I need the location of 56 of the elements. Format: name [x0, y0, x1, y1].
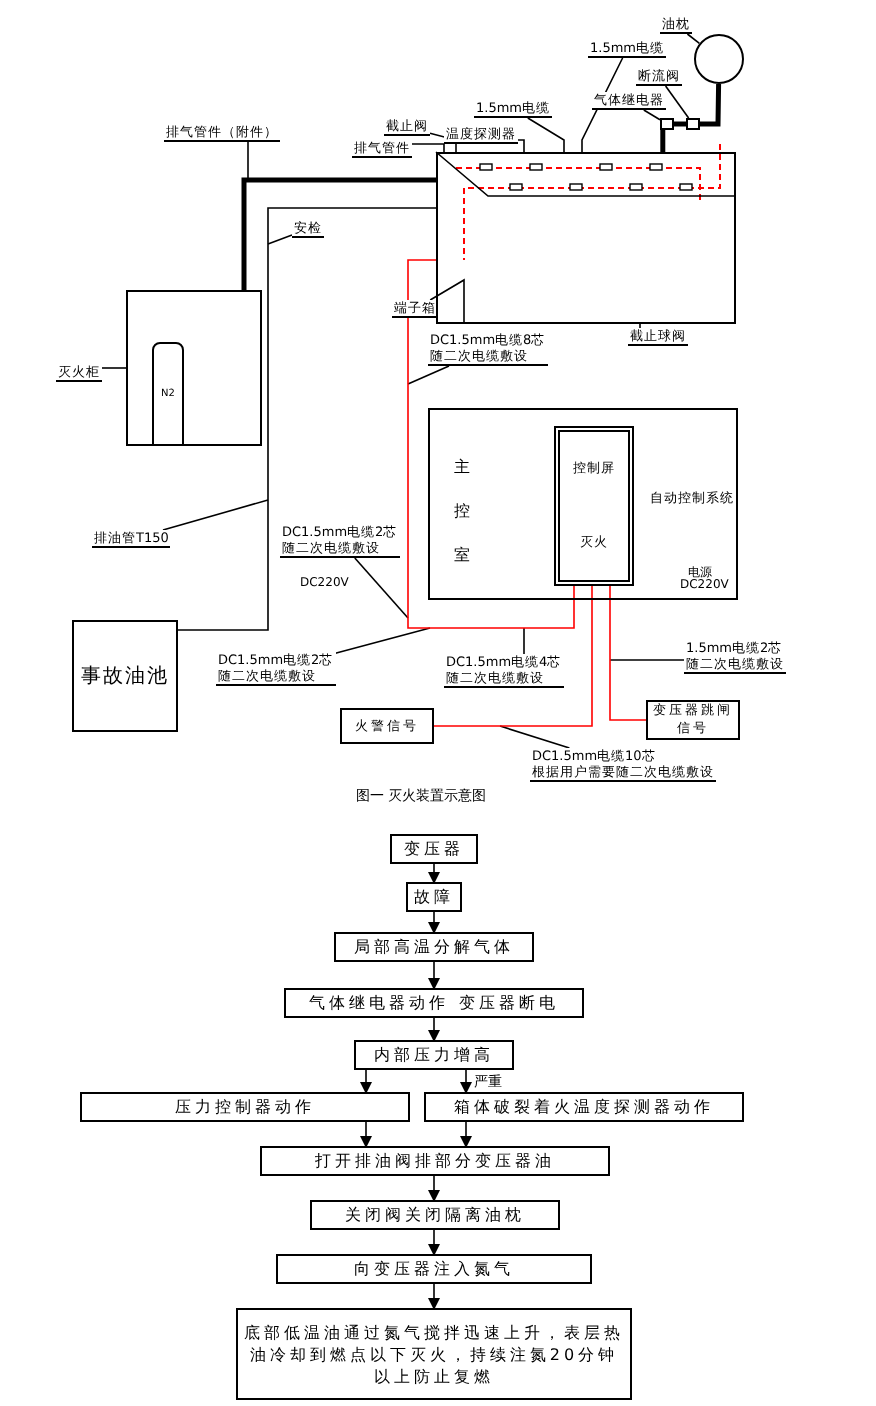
process-box: 向变压器注入氮气	[276, 1254, 592, 1284]
leader-line	[643, 109, 661, 121]
relay-symbol	[660, 118, 674, 130]
leader-line	[354, 557, 409, 619]
valve-symbol	[686, 118, 700, 130]
arrow	[360, 1069, 372, 1094]
leader-line	[527, 117, 565, 153]
arrow	[428, 863, 440, 884]
process-box: 关闭阀关闭隔离油枕	[310, 1200, 560, 1230]
leader-line	[429, 278, 465, 325]
arrow	[428, 1229, 440, 1256]
conservator-circle	[694, 34, 744, 84]
process-box: 底部低温油通过氮气搅拌迅速上升，表层热油冷却到燃点以下灭火，持续注氮20分钟以上防止复燃	[236, 1308, 632, 1400]
leader-line	[411, 143, 445, 153]
oil-pit-box: 事故油池	[72, 620, 178, 732]
process-box: 变压器	[390, 834, 478, 864]
arrow	[428, 961, 440, 990]
arrow	[460, 1121, 472, 1148]
leader-line	[517, 139, 525, 153]
cabinet-box	[126, 290, 262, 446]
pipe-line	[674, 121, 686, 127]
leader-line	[407, 365, 450, 385]
process-box: 内部压力增高	[354, 1040, 514, 1070]
process-box: 压力控制器动作	[80, 1092, 410, 1122]
cable-line	[433, 585, 593, 727]
process-box: 局部高温分解气体	[334, 932, 534, 962]
leader-line	[101, 367, 127, 369]
leader-line	[609, 659, 685, 661]
pipe-line	[241, 177, 436, 290]
leader-line	[686, 33, 701, 45]
leader-line	[334, 627, 431, 654]
cable-line	[609, 585, 647, 721]
transformer-tank	[436, 152, 736, 324]
process-box: 故障	[406, 882, 462, 912]
process-box: 气体继电器动作 变压器断电	[284, 988, 584, 1018]
arrow	[428, 1283, 440, 1310]
process-box: 箱体破裂着火温度探测器动作	[424, 1092, 744, 1122]
leader-line	[247, 141, 249, 181]
control-panel	[554, 426, 634, 586]
pipe-line	[177, 207, 437, 631]
process-box: 打开排油阀排部分变压器油	[260, 1146, 610, 1176]
arrow	[428, 1175, 440, 1202]
pipe-line	[700, 83, 722, 127]
arrow	[360, 1121, 372, 1148]
pipe-line	[660, 130, 666, 152]
leader-line	[523, 627, 525, 655]
arrow	[460, 1069, 472, 1094]
arrow	[428, 1017, 440, 1042]
leader-line	[267, 234, 293, 245]
leader-line	[162, 499, 269, 531]
leader-line	[664, 85, 690, 119]
leader-line	[499, 725, 571, 749]
cable-line	[407, 259, 575, 629]
arrow	[428, 911, 440, 934]
room-label: 主控室	[454, 456, 470, 568]
control-room-box	[428, 408, 738, 600]
